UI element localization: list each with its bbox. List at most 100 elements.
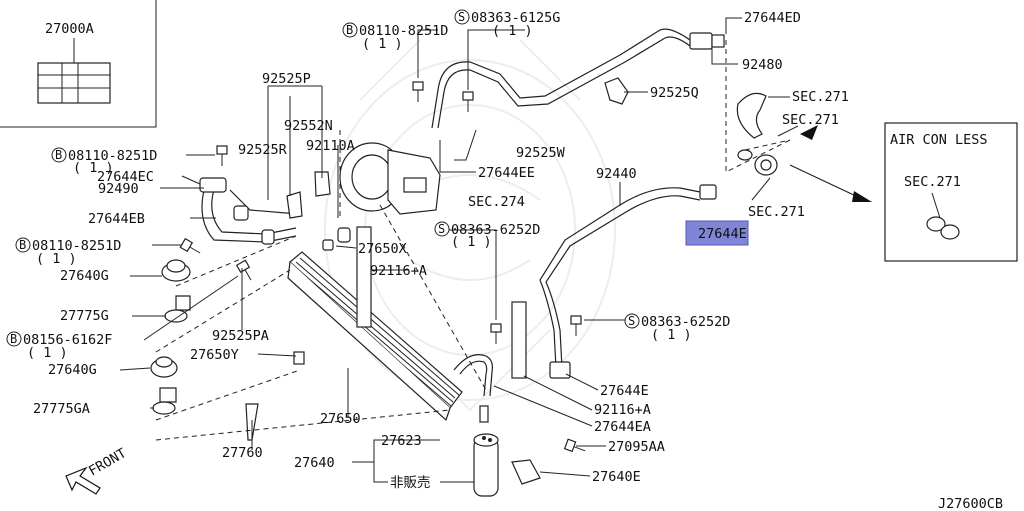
label-92110A[interactable]: 92110A — [306, 138, 355, 154]
label-27640G-a[interactable]: 27640G — [60, 268, 109, 284]
svg-text:B: B — [10, 332, 17, 346]
circled-s-right — [624, 313, 640, 329]
label-qty-s-mid: ( 1 ) — [451, 234, 492, 250]
bracket-27640E — [511, 459, 541, 485]
o-ring-2 — [940, 224, 960, 240]
condenser-27650 — [287, 251, 463, 422]
label-27650Y[interactable]: 27650Y — [190, 347, 239, 363]
label-27775G[interactable]: 27775G — [60, 308, 109, 324]
high-pressure-pipe-92480 — [431, 28, 725, 129]
label-92525PA[interactable]: 92525PA — [212, 328, 269, 344]
watermark-emblem — [324, 39, 616, 412]
hose-assembly-92490 — [199, 177, 299, 245]
label-27650[interactable]: 27650 — [320, 411, 361, 427]
label-92552N[interactable]: 92552N — [284, 118, 333, 134]
figure-id: J27600CB — [938, 496, 1003, 511]
label-27644EE[interactable]: 27644EE — [478, 165, 535, 181]
label-92116A-a[interactable]: 92116+A — [370, 263, 427, 279]
label-b-08110-8251D-top[interactable]: 08110-8251D — [359, 23, 448, 39]
bracket-92116A-b — [511, 301, 527, 379]
bracket-92116A-a — [356, 226, 372, 328]
label-sec271-c[interactable]: SEC.271 — [748, 204, 805, 220]
circled-s-mid — [434, 221, 450, 237]
label-27640E[interactable]: 27640E — [592, 469, 641, 485]
label-27623[interactable]: 27623 — [381, 433, 422, 449]
connection-arrow — [800, 125, 818, 140]
label-sec271-b[interactable]: SEC.271 — [782, 112, 839, 128]
label-92525R[interactable]: 92525R — [238, 142, 288, 158]
label-27760[interactable]: 27760 — [222, 445, 263, 461]
svg-text:B: B — [55, 148, 62, 162]
front-label: FRONT — [86, 445, 129, 479]
compressor-sec274 — [339, 142, 441, 215]
front-arrow — [65, 466, 101, 495]
label-27650X[interactable]: 27650X — [358, 241, 407, 257]
o-ring-sec271 — [737, 149, 753, 161]
catalog-label-box: 27000A — [0, 0, 157, 128]
label-qty-s-right: ( 1 ) — [651, 327, 692, 343]
label-27640[interactable]: 27640 — [294, 455, 335, 471]
clamp-92525Q — [604, 77, 629, 105]
svg-text:S: S — [628, 314, 635, 328]
fitting-92110A — [337, 227, 351, 243]
label-92525W[interactable]: 92525W — [516, 145, 566, 161]
label-92440[interactable]: 92440 — [596, 166, 637, 182]
bushing-27640G-a — [161, 259, 191, 282]
bracket-92552N — [314, 171, 331, 197]
label-27644ED[interactable]: 27644ED — [744, 10, 801, 26]
bracket-92525R — [286, 191, 303, 219]
circled-b-left2 — [15, 237, 31, 253]
aircon-arrow-head — [852, 191, 872, 202]
label-sec274[interactable]: SEC.274 — [468, 194, 525, 210]
label-27644EC[interactable]: 27644EC — [97, 169, 154, 185]
air-con-less-box: AIR CON LESS SEC.271 — [884, 122, 1018, 262]
switch-27623 — [479, 405, 489, 423]
part-labels: 08110-8251D ( 1 ) 08363-6125G ( 1 ) 2764… — [23, 10, 1003, 511]
label-qty-b-left3: ( 1 ) — [27, 345, 68, 361]
label-92525P[interactable]: 92525P — [262, 71, 311, 87]
o-ring-1 — [926, 216, 946, 232]
highlight-box-27644E — [685, 220, 749, 246]
label-27644EA[interactable]: 27644EA — [594, 419, 651, 435]
label-27644E[interactable]: 27644E — [600, 383, 649, 399]
label-92490[interactable]: 92490 — [98, 181, 139, 197]
label-b-08110-8251D-left1[interactable]: 08110-8251D — [68, 148, 157, 164]
pipe-to-receiver — [453, 354, 493, 397]
svg-text:S: S — [438, 222, 445, 236]
aircon-less-sec271[interactable]: SEC.271 — [904, 174, 961, 190]
mount-27775GA — [152, 387, 177, 415]
mount-27775G — [164, 295, 191, 323]
label-qty-s-top: ( 1 ) — [492, 23, 533, 39]
receiver-tank-27640 — [473, 433, 499, 497]
circled-b-left3 — [6, 331, 22, 347]
label-27000A[interactable]: 27000A — [45, 21, 94, 37]
gasket-sec271-a — [736, 92, 767, 139]
label-qty-b-left1: ( 1 ) — [73, 160, 114, 176]
label-b-08110-8251D-left2[interactable]: 08110-8251D — [32, 238, 121, 254]
label-b-08156-6162F[interactable]: 08156-6162F — [23, 332, 112, 348]
label-qty-b-top: ( 1 ) — [362, 36, 403, 52]
label-sec271-a[interactable]: SEC.271 — [792, 89, 849, 105]
label-92525Q[interactable]: 92525Q — [650, 85, 699, 101]
circled-b-left1 — [51, 147, 67, 163]
label-s-08363-6252D-right[interactable]: 08363-6252D — [641, 314, 730, 330]
circled-s-top — [454, 9, 470, 25]
label-27775GA[interactable]: 27775GA — [33, 401, 90, 417]
label-not-for-sale: 非販売 — [390, 475, 431, 491]
label-s-08363-6125G[interactable]: 08363-6125G — [471, 10, 560, 26]
label-92480[interactable]: 92480 — [742, 57, 783, 73]
label-27644E-highlighted[interactable]: 27644E — [698, 226, 747, 242]
svg-text:B: B — [19, 238, 26, 252]
seal-27650Y — [293, 351, 305, 365]
aircon-less-title: AIR CON LESS — [890, 132, 988, 148]
label-qty-b-left2: ( 1 ) — [36, 251, 77, 267]
bolt-icons — [179, 81, 586, 453]
label-27640G-b[interactable]: 27640G — [48, 362, 97, 378]
label-27644EB[interactable]: 27644EB — [88, 211, 145, 227]
bushing-27640G-b — [150, 356, 178, 378]
label-s-08363-6252D-mid[interactable]: 08363-6252D — [451, 222, 540, 238]
label-27095AA[interactable]: 27095AA — [608, 439, 665, 455]
label-92116A-b[interactable]: 92116+A — [594, 402, 651, 418]
